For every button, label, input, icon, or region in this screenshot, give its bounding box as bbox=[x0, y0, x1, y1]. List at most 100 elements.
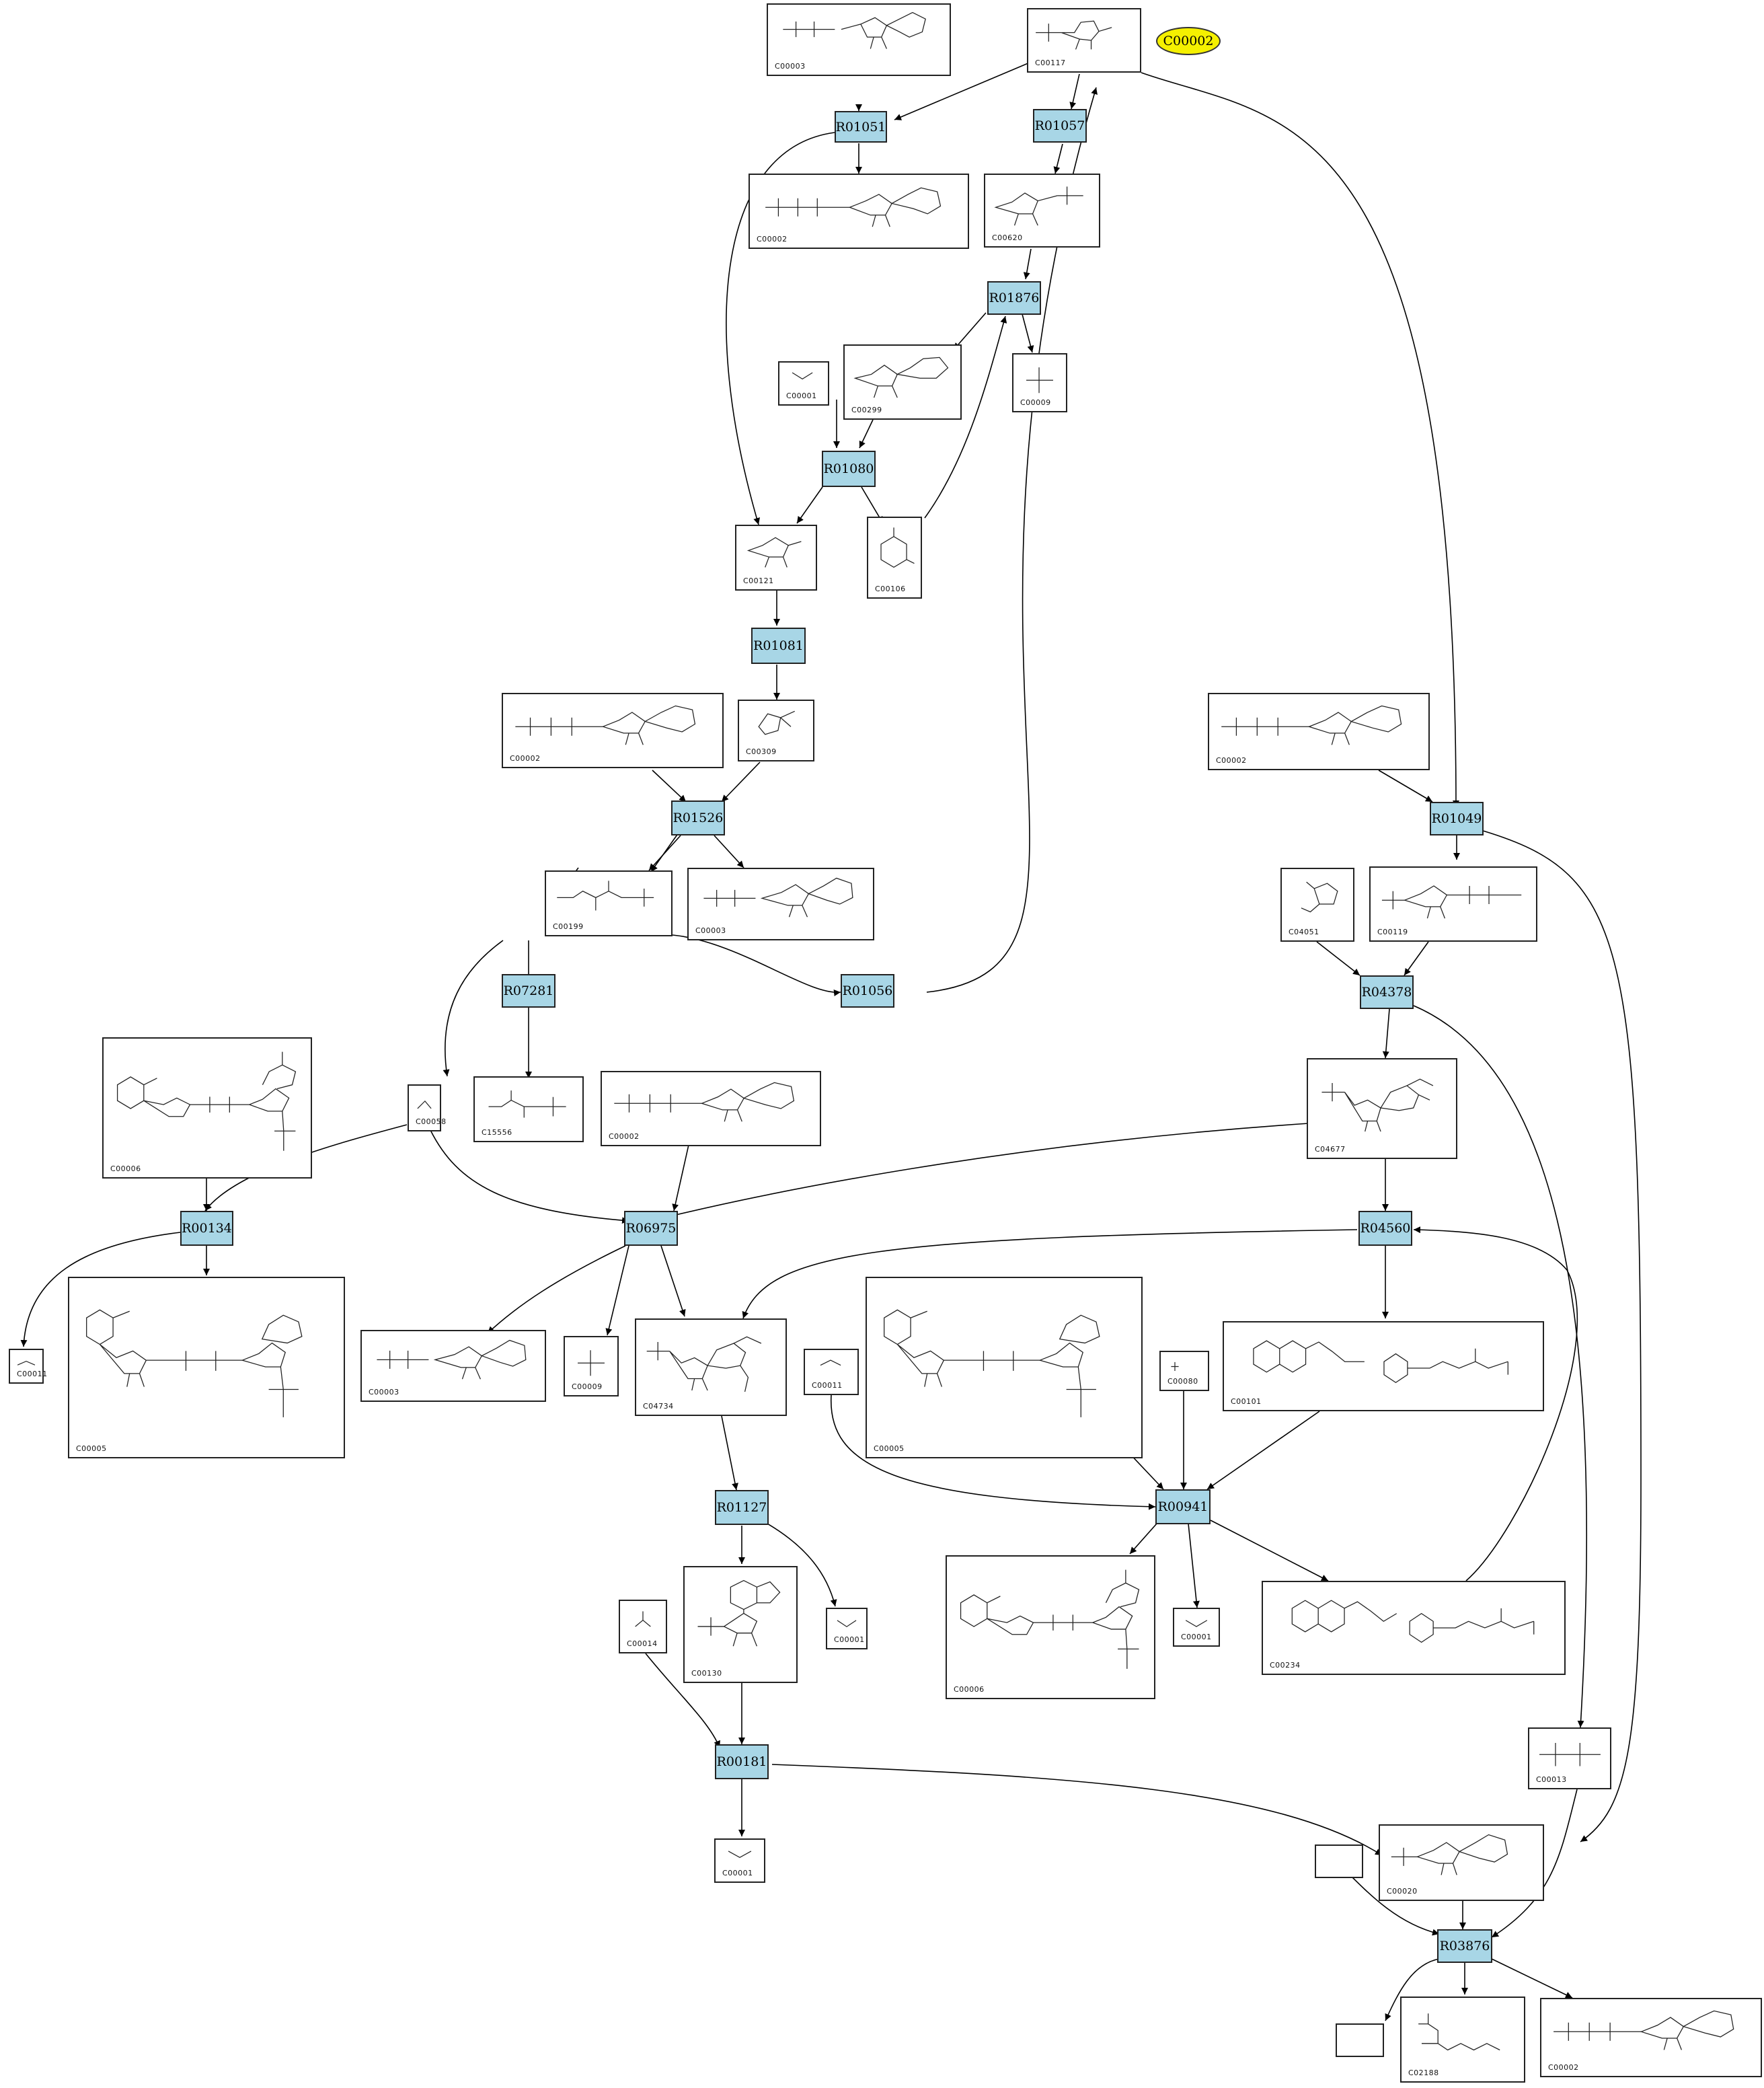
reaction-node[interactable]: R01526 bbox=[671, 800, 725, 835]
reaction-node[interactable]: R07281 bbox=[502, 974, 555, 1008]
compound-node[interactable]: C00005 bbox=[68, 1277, 345, 1458]
compound-id: C00001 bbox=[834, 1635, 865, 1644]
compound-node[interactable]: C00002 bbox=[749, 174, 969, 249]
compound-id: C00003 bbox=[695, 926, 726, 935]
edge bbox=[672, 934, 841, 996]
molecule-structure bbox=[1301, 881, 1338, 913]
compound-node[interactable]: C00309 bbox=[738, 700, 814, 761]
compound-id: C00101 bbox=[1231, 1397, 1262, 1406]
reaction-node[interactable]: R04560 bbox=[1358, 1211, 1412, 1246]
compound-node[interactable]: C00006 bbox=[102, 1037, 312, 1179]
compound-node[interactable]: C00199 bbox=[545, 870, 673, 936]
reaction-node[interactable]: R01049 bbox=[1430, 802, 1484, 835]
reaction-node[interactable]: R00134 bbox=[180, 1211, 233, 1246]
reaction-node[interactable]: R01876 bbox=[987, 281, 1041, 315]
edge bbox=[953, 312, 987, 350]
compound-node[interactable]: C00001 bbox=[1173, 1608, 1220, 1647]
compound-node[interactable]: C00011 bbox=[9, 1349, 47, 1384]
compound-node[interactable]: C00080 bbox=[1159, 1351, 1209, 1391]
compound-node[interactable]: C00003 bbox=[687, 868, 874, 940]
reaction-id: R01056 bbox=[842, 983, 893, 998]
compound-id: C00006 bbox=[110, 1164, 141, 1173]
edge bbox=[714, 835, 744, 868]
edge bbox=[1382, 1008, 1390, 1059]
compound-node[interactable]: C00001 bbox=[778, 361, 829, 406]
compound-node[interactable]: C00009 bbox=[1012, 353, 1067, 412]
reaction-node[interactable]: R00181 bbox=[715, 1744, 769, 1779]
molecule-structure bbox=[703, 877, 853, 918]
highlight-compound-node[interactable]: C00002 bbox=[1156, 27, 1221, 55]
reaction-node[interactable]: R03876 bbox=[1437, 1929, 1492, 1963]
compound-node[interactable]: C00058 bbox=[408, 1084, 446, 1131]
compound-node[interactable]: C00130 bbox=[683, 1566, 798, 1683]
compound-node[interactable]: C00234 bbox=[1262, 1581, 1566, 1675]
compound-id: C04051 bbox=[1289, 928, 1319, 936]
compound-node[interactable]: C00002 bbox=[1540, 1998, 1762, 2077]
molecule-structure bbox=[697, 1579, 781, 1647]
reaction-id: R01526 bbox=[673, 811, 724, 825]
reaction-id: R06975 bbox=[625, 1221, 677, 1236]
compound-node[interactable]: C04677 bbox=[1307, 1058, 1457, 1159]
highlight-label: C00002 bbox=[1163, 34, 1214, 48]
reaction-node[interactable]: R01127 bbox=[715, 1490, 769, 1525]
reaction-node[interactable]: R01081 bbox=[751, 628, 806, 664]
molecule-structure bbox=[377, 1339, 527, 1380]
compound-node[interactable]: C02188 bbox=[1400, 1997, 1525, 2083]
edge bbox=[742, 1229, 1358, 1319]
edge bbox=[672, 1144, 689, 1211]
compound-node[interactable]: C00002 bbox=[1208, 693, 1430, 770]
compound-node[interactable]: C00121 bbox=[735, 525, 817, 591]
compound-id: C00620 bbox=[992, 233, 1023, 242]
empty-compound-node[interactable] bbox=[1336, 2023, 1384, 2057]
edge bbox=[1188, 1523, 1200, 1608]
compound-node[interactable]: C00001 bbox=[714, 1838, 765, 1883]
compound-node[interactable]: C00002 bbox=[601, 1071, 821, 1146]
edge bbox=[650, 832, 679, 872]
compound-id: C00003 bbox=[775, 62, 806, 71]
reaction-node[interactable]: R01051 bbox=[835, 111, 887, 143]
compound-node[interactable]: C00003 bbox=[767, 3, 951, 76]
compound-node[interactable]: C00009 bbox=[564, 1336, 619, 1396]
molecule-structure bbox=[1381, 885, 1522, 919]
compound-node[interactable]: C00117 bbox=[1027, 8, 1141, 73]
reaction-node[interactable]: R00941 bbox=[1155, 1489, 1211, 1524]
compound-node[interactable]: C00020 bbox=[1379, 1824, 1544, 1901]
compound-node[interactable]: C00005 bbox=[866, 1277, 1143, 1458]
compound-node[interactable]: C04051 bbox=[1280, 868, 1354, 942]
reaction-node[interactable]: R01057 bbox=[1033, 109, 1087, 143]
molecule-structure bbox=[417, 1100, 432, 1109]
compound-node[interactable]: C00003 bbox=[360, 1330, 546, 1402]
molecule-structure bbox=[614, 1082, 795, 1122]
empty-compound-node[interactable] bbox=[1315, 1844, 1363, 1878]
molecule-structure bbox=[880, 527, 915, 568]
reaction-node[interactable]: R06975 bbox=[624, 1211, 678, 1246]
compound-node[interactable]: C00002 bbox=[502, 693, 724, 768]
molecule-structure bbox=[1036, 20, 1112, 50]
compound-node[interactable]: C00620 bbox=[984, 174, 1100, 248]
compound-node[interactable]: C00006 bbox=[946, 1555, 1155, 1699]
compound-node[interactable]: C00001 bbox=[826, 1608, 868, 1649]
edge bbox=[20, 1232, 181, 1347]
edge bbox=[443, 940, 504, 1077]
compound-node[interactable]: C00106 bbox=[867, 517, 922, 599]
compound-node[interactable]: C04734 bbox=[635, 1318, 787, 1416]
molecule-structure bbox=[758, 710, 795, 735]
compound-node[interactable]: C00299 bbox=[843, 344, 962, 420]
compound-node[interactable]: C00013 bbox=[1528, 1727, 1611, 1789]
compound-id: C00002 bbox=[1216, 756, 1247, 765]
reaction-node[interactable]: R04378 bbox=[1360, 975, 1414, 1009]
compound-node[interactable]: C00101 bbox=[1223, 1321, 1544, 1411]
compound-node[interactable]: C00119 bbox=[1369, 866, 1537, 942]
molecule-structure bbox=[578, 1350, 605, 1376]
compound-node[interactable]: C00011 bbox=[804, 1349, 859, 1395]
edge bbox=[430, 1129, 629, 1224]
reaction-node[interactable]: R01080 bbox=[822, 451, 876, 487]
reaction-node[interactable]: R01056 bbox=[841, 974, 894, 1008]
compound-id: C00001 bbox=[786, 392, 817, 400]
molecule-structure bbox=[728, 1851, 752, 1859]
compound-node[interactable]: C00014 bbox=[619, 1600, 667, 1653]
compound-node[interactable]: C15556 bbox=[473, 1076, 584, 1142]
compound-id: C00003 bbox=[369, 1388, 399, 1396]
edge bbox=[1344, 1869, 1440, 1936]
